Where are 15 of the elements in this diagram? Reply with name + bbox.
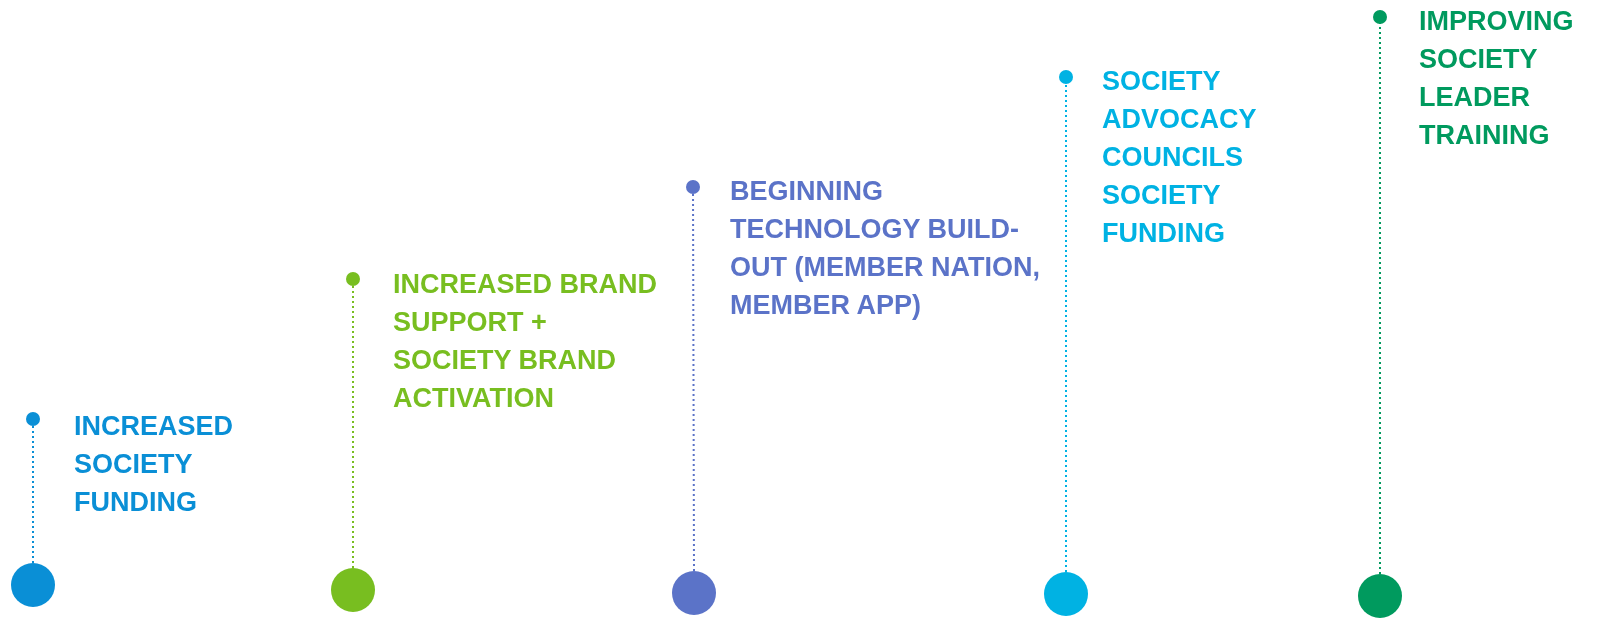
timeline-circle — [1044, 572, 1088, 616]
milestone-text: INCREASED BRAND SUPPORT + SOCIETY BRAND ACTIVATION — [393, 268, 658, 415]
dotted-connector — [1059, 70, 1073, 573]
timeline-circle — [331, 568, 375, 612]
milestone-text: BEGINNING TECHNOLOGY BUILD-OUT (MEMBER NATION, MEMBER APP) — [730, 175, 1040, 322]
timeline-circle — [672, 571, 716, 615]
timeline-circle — [1358, 574, 1402, 618]
milestone-text: INCREASED SOCIETY FUNDING — [74, 410, 235, 519]
dotted-connector — [686, 180, 700, 572]
dotted-connector — [26, 412, 40, 564]
timeline-circle — [11, 563, 55, 607]
dotted-connector — [1373, 10, 1387, 575]
milestone-text: IMPROVING SOCIETY LEADER TRAINING — [1419, 5, 1575, 152]
dotted-connector — [346, 272, 360, 569]
milestone-text: SOCIETY ADVOCACY COUNCILS SOCIETY FUNDING — [1102, 65, 1258, 250]
